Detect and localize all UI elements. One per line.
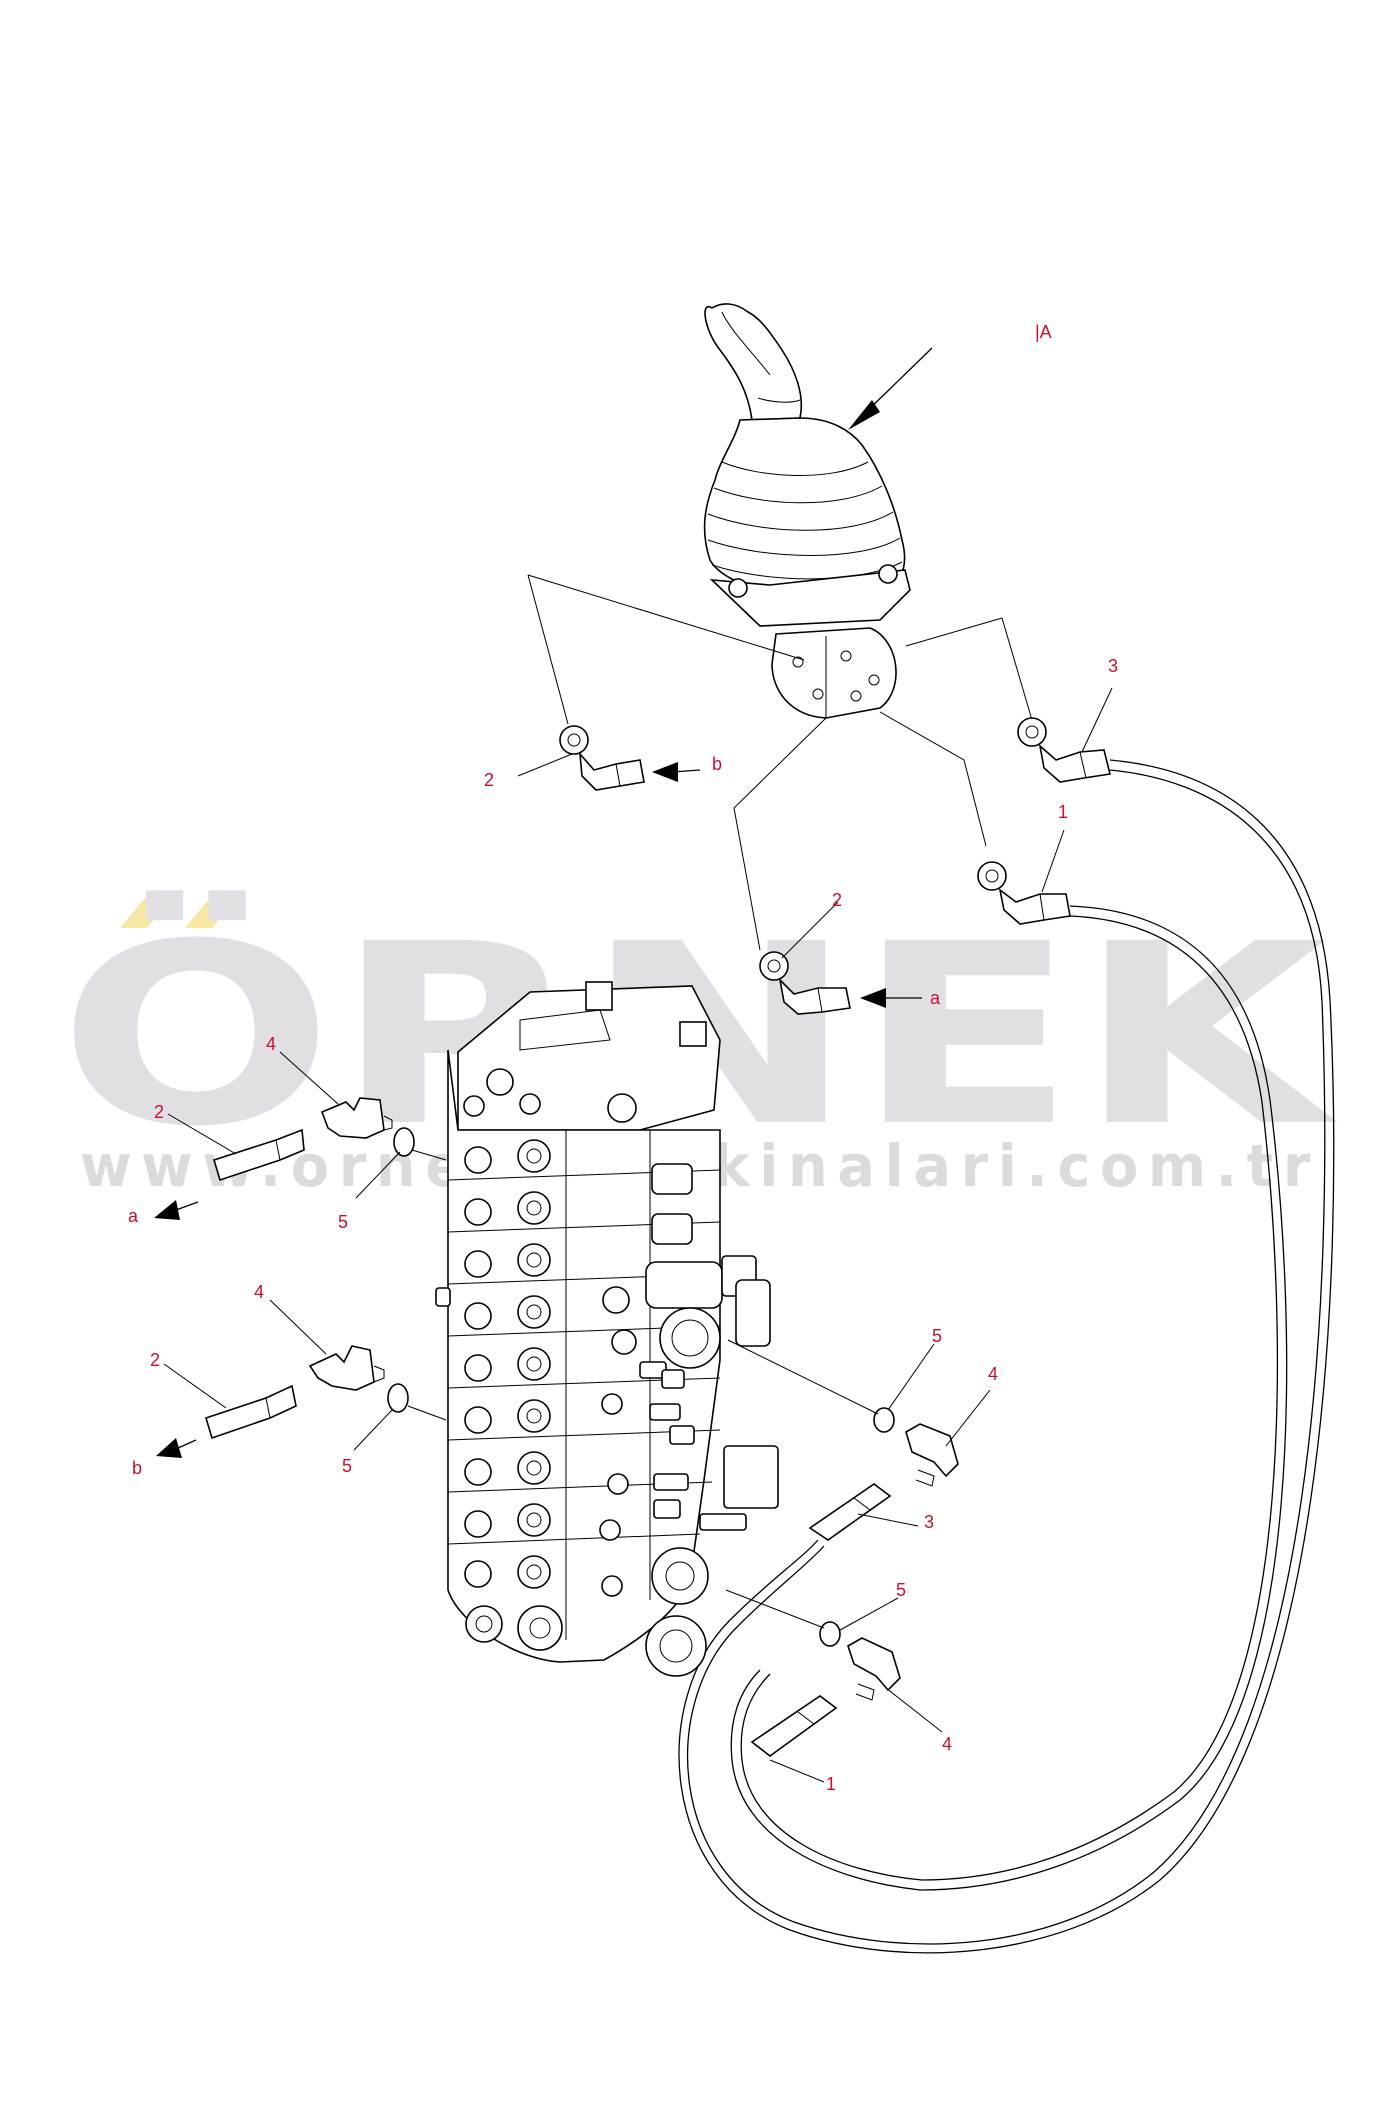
left-elbow-a [320, 1097, 393, 1139]
callout-leaders [163, 687, 1113, 1783]
view-arrow-a [848, 347, 933, 430]
callout-2-a: 2 [154, 1102, 164, 1122]
callout-4-a: 4 [266, 1034, 276, 1054]
flow-mark-b-left: b [132, 1458, 142, 1478]
valve-leaders [407, 1149, 879, 1629]
flow-arrow-a-mid [860, 988, 922, 1008]
callout-2-left: 2 [484, 770, 494, 790]
callout-4-r1: 4 [988, 1364, 998, 1384]
left-tube-a [213, 1128, 305, 1182]
left-elbow-b [308, 1345, 385, 1391]
callout-4-r2: 4 [942, 1734, 952, 1754]
callout-4-b: 4 [254, 1282, 264, 1302]
fitting-top-left [559, 725, 645, 791]
right-elbow-2 [847, 1637, 901, 1701]
callout-2-mid: 2 [832, 890, 842, 910]
callout-5-b: 5 [342, 1456, 352, 1476]
fitting-mid-left [759, 951, 851, 1015]
watermark-accent-left [120, 898, 172, 928]
callout-1-top: 1 [1058, 802, 1068, 822]
right-tube-3 [808, 1483, 892, 1541]
fitting-top-right [1017, 717, 1111, 783]
oring-right-2 [819, 1621, 841, 1647]
oring-left-b [387, 1383, 409, 1413]
callout-5-a: 5 [338, 1212, 348, 1232]
oring-right-1 [873, 1407, 895, 1433]
view-label: |A [1035, 322, 1052, 342]
flow-mark-b-top: b [712, 754, 722, 774]
watermark-accent-right [185, 898, 237, 928]
hose-1 [730, 905, 1288, 1891]
callout-3-top: 3 [1108, 656, 1118, 676]
flow-arrow-b-left [156, 1438, 197, 1458]
hose-3 [678, 759, 1335, 1954]
joystick-lever [703, 303, 911, 719]
port-leaders [527, 574, 1033, 951]
callout-1-r: 1 [826, 1774, 836, 1794]
right-elbow-1 [905, 1423, 959, 1487]
callout-3-r: 3 [924, 1512, 934, 1532]
right-tube-1 [750, 1695, 838, 1758]
flow-mark-a-mid: a [930, 988, 941, 1008]
callout-5-r1: 5 [932, 1326, 942, 1346]
flow-arrow-b-top [652, 762, 701, 782]
spool-ends [599, 1163, 779, 1677]
left-tube-b [205, 1384, 297, 1440]
callout-2-b: 2 [150, 1350, 160, 1370]
callout-numbers: 3 1 2 2 4 2 5 4 2 5 5 4 3 5 4 1 [150, 656, 1118, 1794]
flow-arrow-a-left [154, 1200, 199, 1220]
oring-left-a [393, 1127, 415, 1157]
callout-5-r2: 5 [896, 1580, 906, 1600]
control-valve-block [435, 981, 779, 1677]
flow-mark-a-left: a [128, 1206, 139, 1226]
